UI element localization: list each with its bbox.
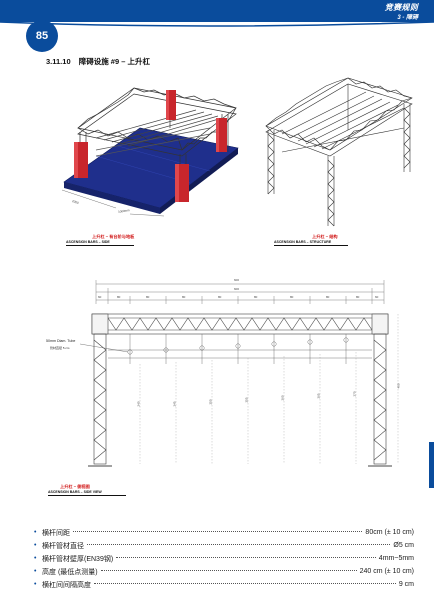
spec-row: • 横杠间间隔高度 9 cm xyxy=(34,578,414,591)
floor-platform xyxy=(63,127,239,214)
spec-value: 240 cm (± 10 cm) xyxy=(359,568,414,575)
fig3-caption-en: ASCENSION BARS – SIDE VIEW xyxy=(48,490,102,494)
dim-end-right: 60 xyxy=(375,295,379,299)
truss-frame-fig1 xyxy=(77,87,237,200)
bullet-icon: • xyxy=(34,568,37,575)
spec-label: 横杠间间隔高度 xyxy=(42,581,91,589)
spec-label: 高度 (最低点测量) xyxy=(42,568,98,576)
spec-row: • 横杆管材壁厚(EN39钢) 4mm~5mm xyxy=(34,552,414,565)
spec-leader xyxy=(94,583,396,584)
spec-leader xyxy=(116,557,376,558)
section-title: 3.11.10 障碍设施 #9 – 上升杠 xyxy=(46,56,150,67)
height-7: 270 xyxy=(352,391,357,397)
side-legs xyxy=(88,333,392,467)
dim-end-left: 60 xyxy=(98,295,102,299)
spec-value: 9 cm xyxy=(398,581,414,588)
spec-label: 横杆管材直径 xyxy=(42,542,84,550)
spec-row: • 高度 (最低点测量) 240 cm (± 10 cm) xyxy=(34,565,414,578)
spec-label: 横杆管材壁厚(EN39钢) xyxy=(42,555,114,563)
spec-row: • 横杆间距 80cm (± 10 cm) xyxy=(34,526,414,539)
leg-pads xyxy=(74,90,227,202)
fig2-caption: 上升杠 – 结构 xyxy=(312,234,338,239)
section-number: 3.11.10 xyxy=(46,57,71,66)
side-height: 400 xyxy=(396,383,401,389)
dim-inner: 600 xyxy=(234,287,240,291)
dim-bay-4: 80 xyxy=(218,295,222,299)
fig2-caption-rule xyxy=(274,245,348,246)
section-heading: 障碍设施 #9 – 上升杠 xyxy=(78,57,150,66)
bullet-icon: • xyxy=(34,555,37,562)
fig1-dim-b: 1000mm xyxy=(117,208,130,214)
page-number-badge: 85 xyxy=(26,20,58,52)
height-3: 250 xyxy=(208,399,213,405)
fig1-caption-rule xyxy=(66,245,134,246)
height-5: 260 xyxy=(280,395,285,401)
dim-bay-2: 80 xyxy=(146,295,150,299)
spec-value: 80cm (± 10 cm) xyxy=(365,529,414,536)
top-dimension-lines xyxy=(95,280,385,304)
spec-row: • 横杆管材直径 Ø5 cm xyxy=(34,539,414,552)
fig1-caption: 上升杠 – 有台阶与地板 xyxy=(92,234,135,239)
spec-label: 横杆间距 xyxy=(42,529,70,537)
header-title: 竞赛规则 xyxy=(384,3,418,12)
header-curve xyxy=(0,0,434,27)
dim-bay-6: 80 xyxy=(290,295,294,299)
side-bars xyxy=(79,334,372,364)
spec-leader xyxy=(87,544,391,545)
height-6: 265 xyxy=(316,393,321,399)
fig3-caption: 上升杠 – 侧视图 xyxy=(60,484,90,489)
truss-frame-fig2 xyxy=(265,77,413,227)
bullet-icon: • xyxy=(34,581,37,588)
dim-bay-3: 80 xyxy=(182,295,186,299)
dim-bay-8: 80 xyxy=(356,295,360,299)
spec-value: Ø5 cm xyxy=(393,542,414,549)
dim-bay-1: 80 xyxy=(117,295,121,299)
header-band: 竞赛规则 3 - 障碍 xyxy=(0,0,434,27)
tube-label: 50mm Diam. Tube xyxy=(46,339,76,343)
dim-bay-5: 80 xyxy=(254,295,258,299)
header-subtitle: 3 - 障碍 xyxy=(397,15,418,21)
bullet-icon: • xyxy=(34,542,37,549)
spec-list: • 横杆间距 80cm (± 10 cm) • 横杆管材直径 Ø5 cm • 横… xyxy=(34,526,414,591)
tube-sub-label: 管材直径 5 cm xyxy=(50,346,70,350)
bullet-icon: • xyxy=(34,529,37,536)
spec-leader xyxy=(73,531,363,532)
spec-value: 4mm~5mm xyxy=(378,555,414,562)
fig1-dim-a: 2000 xyxy=(71,199,80,205)
chapter-side-tab xyxy=(429,442,434,488)
dim-overall: 600 xyxy=(234,278,240,282)
height-4: 255 xyxy=(244,397,249,403)
height-1: 240 xyxy=(136,401,141,407)
height-2: 245 xyxy=(172,401,177,407)
dim-bay-7: 80 xyxy=(326,295,330,299)
fig3-caption-rule xyxy=(48,495,126,496)
fig1-caption-en: ASCENSION BARS – SIDE xyxy=(66,240,110,244)
side-top-truss xyxy=(91,313,389,335)
spec-leader xyxy=(100,570,357,571)
fig2-caption-en: ASCENSION BARS – STRUCTURE xyxy=(274,240,332,244)
height-lines xyxy=(139,314,399,464)
